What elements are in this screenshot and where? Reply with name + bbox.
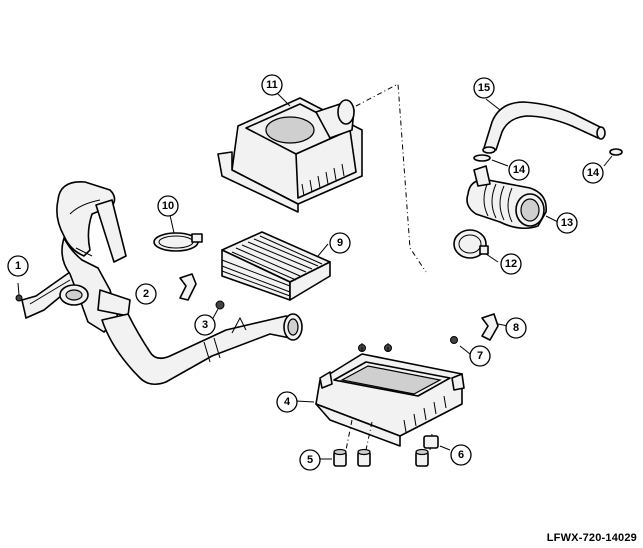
callout-1: 1 bbox=[7, 255, 29, 277]
part-4-cleaner-case bbox=[295, 340, 465, 451]
callout-3: 3 bbox=[194, 314, 216, 336]
part-10-clamp bbox=[153, 214, 203, 252]
air-duct-hose bbox=[101, 313, 303, 386]
part-1-bracket bbox=[15, 271, 79, 319]
callout-9: 9 bbox=[329, 232, 351, 254]
callout-14-right: 14 bbox=[582, 162, 604, 184]
part-11-cleaner-cover bbox=[217, 91, 363, 213]
svg-text:5: 5 bbox=[307, 454, 313, 466]
figure-code-label: LFWX-720-14029 bbox=[546, 532, 637, 544]
callout-10: 10 bbox=[157, 195, 179, 217]
part-13-intake-bellows bbox=[466, 165, 559, 230]
callout-8: 8 bbox=[505, 317, 527, 339]
svg-text:6: 6 bbox=[458, 449, 464, 461]
callout-11: 11 bbox=[261, 74, 283, 96]
part-8-clip bbox=[481, 313, 509, 341]
svg-text:7: 7 bbox=[477, 350, 483, 362]
svg-text:8: 8 bbox=[513, 322, 519, 334]
svg-text:3: 3 bbox=[202, 319, 208, 331]
svg-text:14: 14 bbox=[513, 164, 526, 176]
assembly-guide-line bbox=[355, 83, 427, 273]
part-7-bolts bbox=[358, 336, 471, 355]
callout-6: 6 bbox=[450, 444, 472, 466]
part-15-hose bbox=[482, 98, 606, 154]
svg-text:14: 14 bbox=[587, 167, 600, 179]
part-5-grommets bbox=[320, 448, 429, 467]
part-3-clip bbox=[179, 273, 225, 321]
svg-text:13: 13 bbox=[561, 217, 573, 229]
svg-text:1: 1 bbox=[15, 260, 21, 272]
svg-text:4: 4 bbox=[284, 396, 291, 408]
svg-text:11: 11 bbox=[266, 79, 278, 91]
part-6-grommet bbox=[423, 435, 451, 451]
part-14-clamp-right bbox=[603, 148, 623, 167]
part-9-filter-element bbox=[221, 231, 331, 301]
svg-text:2: 2 bbox=[143, 288, 149, 300]
part-14-clamp-left bbox=[473, 154, 509, 167]
callout-4: 4 bbox=[276, 391, 298, 413]
callout-5: 5 bbox=[299, 449, 321, 471]
svg-text:10: 10 bbox=[162, 200, 174, 212]
svg-text:12: 12 bbox=[505, 258, 517, 270]
svg-text:9: 9 bbox=[337, 237, 343, 249]
callout-13: 13 bbox=[556, 212, 578, 234]
callout-2: 2 bbox=[135, 283, 157, 305]
callout-14-left: 14 bbox=[508, 159, 530, 181]
callout-15: 15 bbox=[473, 77, 495, 99]
callout-7: 7 bbox=[469, 345, 491, 367]
part-2-intake-duct bbox=[56, 181, 131, 333]
svg-text:15: 15 bbox=[478, 82, 490, 94]
part-12-clamp-ring bbox=[453, 229, 499, 263]
callout-12: 12 bbox=[500, 253, 522, 275]
